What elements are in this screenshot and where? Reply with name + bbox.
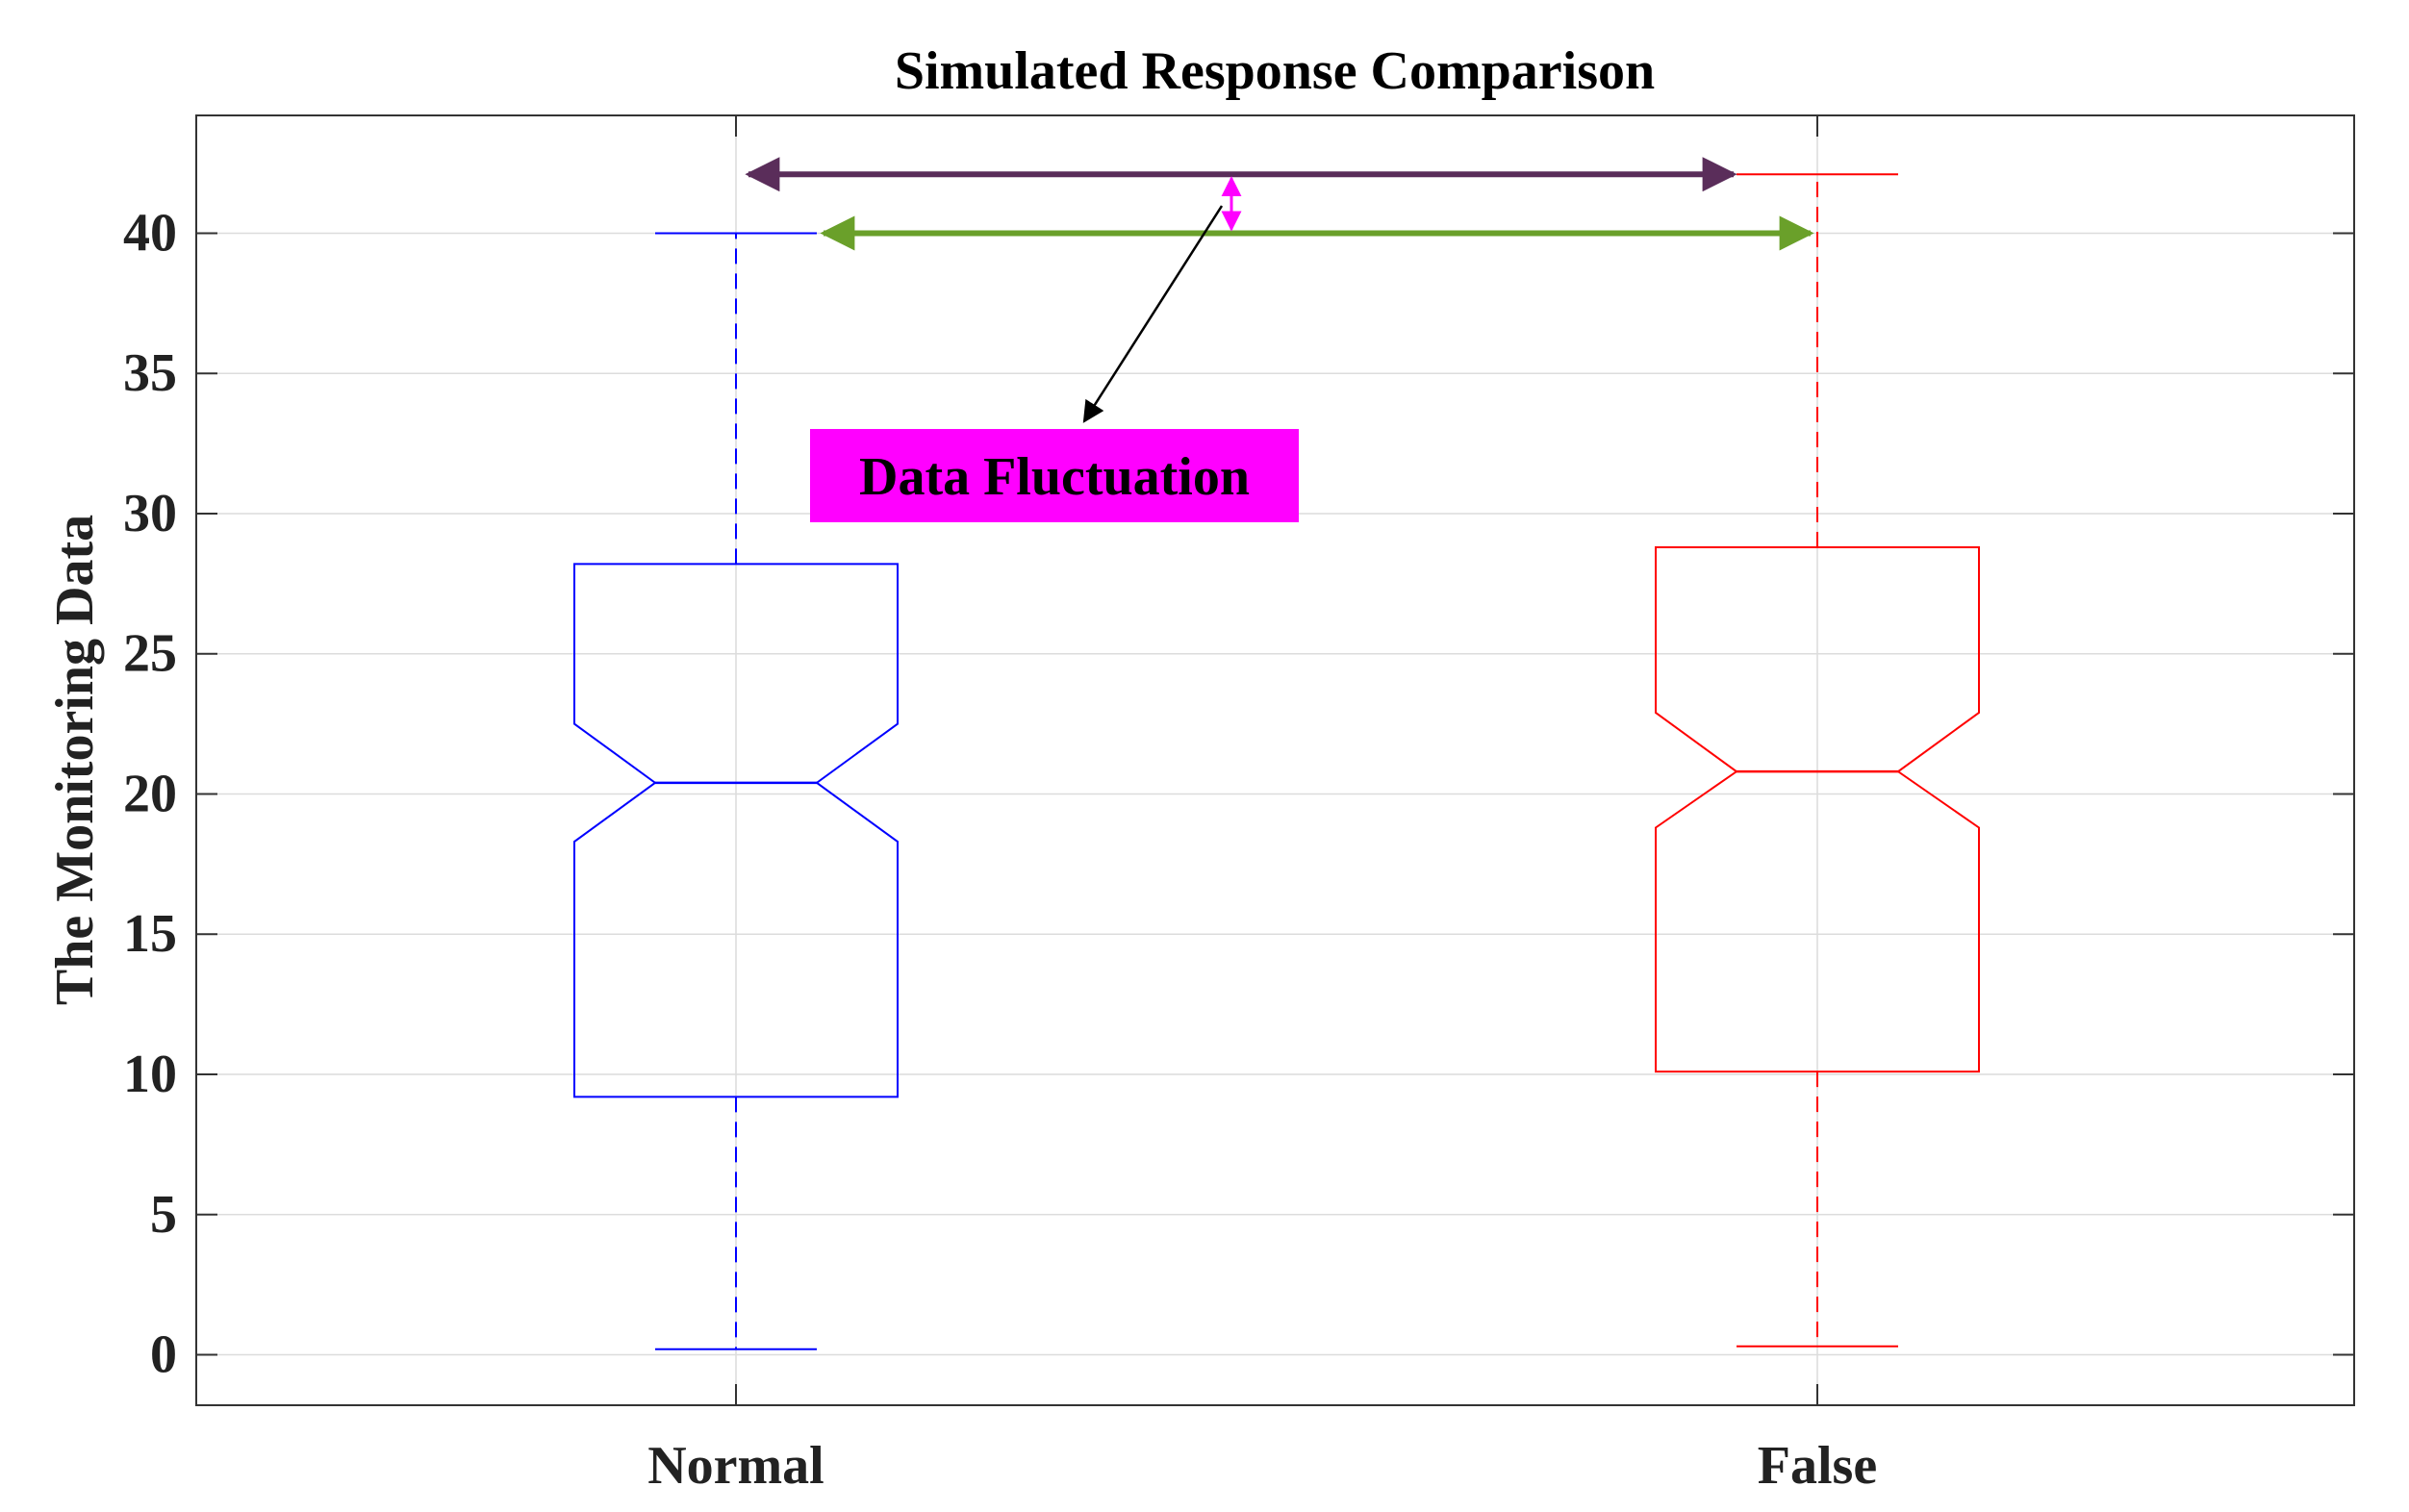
y-tick-label: 15	[123, 904, 177, 964]
box-series	[573, 173, 1980, 1350]
annotation-label-background	[810, 429, 1299, 522]
box-false	[1655, 545, 1980, 1073]
y-tick-label: 5	[150, 1185, 177, 1245]
chart-title: Simulated Response Comparison	[895, 41, 1655, 101]
y-tick-label: 10	[123, 1045, 177, 1104]
annotation-label: Data Fluctuation	[859, 447, 1250, 507]
y-tick-label: 25	[123, 624, 177, 684]
x-tick-label: Normal	[647, 1436, 824, 1496]
grid-lines	[196, 115, 2354, 1405]
pointer-arrow	[1082, 205, 1224, 423]
y-tick-label: 20	[123, 764, 177, 823]
box-normal	[573, 563, 899, 1098]
y-tick-label: 0	[150, 1325, 177, 1385]
y-tick-label: 40	[123, 203, 177, 263]
y-tick-label: 35	[123, 343, 177, 403]
x-tick-label: False	[1758, 1436, 1877, 1496]
y-tick-label: 30	[123, 484, 177, 543]
y-axis-label: The Monitoring Data	[45, 515, 105, 1005]
annotations: Data Fluctuation	[745, 157, 1814, 522]
plot-frame	[195, 114, 2355, 1406]
